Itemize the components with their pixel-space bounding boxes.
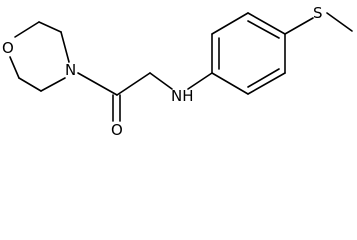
bond-n-carbonyl-c — [77, 72, 118, 96]
bond-ch2-nh — [149, 72, 173, 90]
atom-morpholine-nitrogen: N — [65, 61, 76, 79]
molecule-structure: O N O NH S — [2, 4, 353, 137]
atom-sulfur: S — [313, 4, 323, 22]
atom-amine: NH — [171, 87, 194, 105]
bond-ring-o-c1 — [14, 21, 40, 38]
atom-carbonyl-oxygen: O — [111, 121, 123, 137]
amide-linker — [77, 72, 213, 122]
atom-morpholine-oxygen: O — [2, 39, 14, 57]
thioether — [284, 12, 353, 35]
bond-aryl-s — [284, 17, 314, 35]
bond-ar-3 — [247, 12, 286, 35]
bond-nh-aryl — [187, 72, 213, 90]
morpholine-ring — [9, 21, 70, 92]
bond-ar-5-inner — [247, 68, 280, 88]
bond-ar-5 — [247, 72, 286, 95]
bond-ring-c4-o — [9, 56, 20, 79]
benzene-ring — [211, 12, 286, 95]
bond-ring-c3-c4 — [18, 77, 42, 92]
bond-ring-n-c3 — [40, 77, 66, 92]
bond-ar-2 — [211, 12, 249, 35]
bond-ar-3-inner — [247, 20, 280, 39]
bond-ring-c1-c2 — [38, 21, 62, 33]
bond-s-methyl — [326, 12, 353, 32]
bond-ar-6 — [211, 72, 249, 95]
bond-ring-c2-n — [60, 31, 70, 63]
bond-carbonyl-ch2 — [116, 72, 151, 96]
